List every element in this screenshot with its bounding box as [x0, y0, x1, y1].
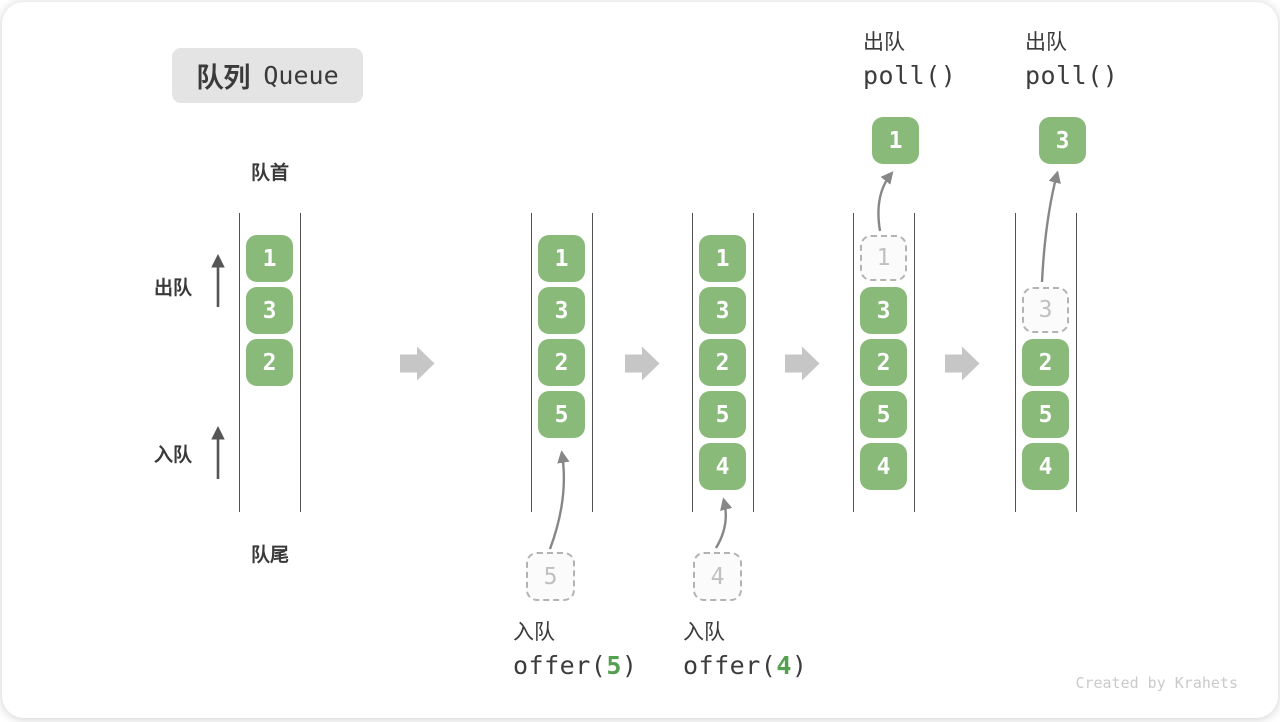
step-arrow-icon — [785, 346, 820, 381]
enqueue-caption: 入队 offer(5) — [513, 616, 637, 682]
queue-item: 1 — [538, 235, 585, 282]
caption-code: offer(5) — [513, 651, 638, 680]
title-badge: 队列 Queue — [172, 48, 363, 103]
caption-code: offer(4) — [683, 651, 808, 680]
queue-item-removed: 1 — [860, 235, 907, 281]
queue-channel-state-4: 1 3 2 5 4 — [853, 213, 915, 512]
popped-item: 1 — [872, 117, 919, 164]
dequeue-caption: 出队 poll() — [1025, 26, 1118, 92]
caption-text: 出队 — [863, 31, 905, 54]
title-english: Queue — [263, 61, 339, 90]
caption-text: 入队 — [513, 621, 555, 644]
queue-item: 3 — [246, 287, 293, 334]
queue-item: 1 — [246, 235, 293, 282]
label-queue-front: 队首 — [250, 163, 289, 184]
step-arrow-icon — [400, 346, 435, 381]
queue-item-removed: 3 — [1022, 287, 1069, 333]
queue-item: 2 — [1022, 339, 1069, 386]
queue-item: 5 — [860, 391, 907, 438]
queue-item: 3 — [538, 287, 585, 334]
caption-text: 出队 — [1025, 31, 1067, 54]
queue-item: 5 — [699, 391, 746, 438]
step-arrow-icon — [625, 346, 660, 381]
title-chinese: 队列 — [196, 63, 251, 93]
label-queue-rear: 队尾 — [250, 545, 289, 566]
queue-item: 2 — [699, 339, 746, 386]
label-enqueue: 入队 — [154, 445, 193, 466]
queue-channel-state-5: 3 2 5 4 — [1015, 213, 1077, 512]
watermark: Created by Krahets — [1075, 674, 1238, 692]
step-arrow-icon — [945, 346, 980, 381]
queue-item: 2 — [538, 339, 585, 386]
queue-item: 3 — [860, 287, 907, 334]
queue-channel-state-2: 1 3 2 5 — [531, 213, 593, 512]
caption-text: 入队 — [683, 621, 725, 644]
popped-item: 3 — [1039, 117, 1086, 164]
queue-item: 2 — [860, 339, 907, 386]
label-dequeue: 出队 — [154, 278, 193, 299]
incoming-item-dashed: 5 — [526, 552, 575, 601]
queue-item: 4 — [860, 443, 907, 490]
queue-channel-state-3: 1 3 2 5 4 — [692, 213, 754, 512]
queue-item: 5 — [1022, 391, 1069, 438]
queue-item: 5 — [538, 391, 585, 438]
incoming-item-dashed: 4 — [693, 552, 742, 601]
queue-item: 4 — [699, 443, 746, 490]
caption-code: poll() — [863, 61, 957, 90]
dequeue-caption: 出队 poll() — [863, 26, 956, 92]
caption-code: poll() — [1025, 61, 1119, 90]
enqueue-caption: 入队 offer(4) — [683, 616, 807, 682]
queue-item: 2 — [246, 339, 293, 386]
queue-item: 1 — [699, 235, 746, 282]
queue-channel-state-1: 1 3 2 — [239, 213, 301, 512]
queue-item: 4 — [1022, 443, 1069, 490]
queue-item: 3 — [699, 287, 746, 334]
